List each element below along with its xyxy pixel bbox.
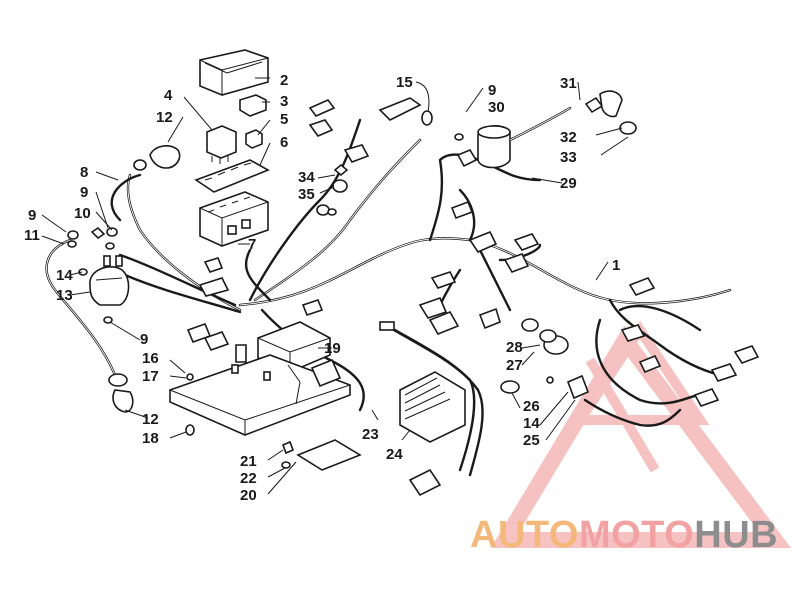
callout-21: 21 (240, 453, 257, 470)
callout-3: 3 (280, 93, 288, 110)
callout-25: 25 (523, 432, 540, 449)
fuse-box-cover (199, 49, 269, 96)
callout-27: 27 (506, 357, 523, 374)
ignition-coil (454, 106, 572, 169)
terminal-nut (67, 226, 118, 250)
brand-part-moto: MOTO (578, 514, 695, 556)
callout-26: 26 (523, 398, 540, 415)
callout-12a: 12 (156, 109, 173, 126)
starter-solenoid (78, 255, 130, 324)
callout-4: 4 (164, 87, 173, 104)
fuse-strip (194, 159, 270, 193)
ground-bolt (281, 440, 295, 469)
decal-sheet (296, 439, 362, 471)
callout-9b: 9 (488, 82, 496, 99)
callout-2: 2 (280, 72, 288, 89)
fuse-block (199, 191, 269, 247)
battery-cable (45, 173, 142, 413)
callout-20: 20 (240, 487, 257, 504)
callout-30: 30 (488, 99, 505, 116)
voltage-regulator (379, 321, 484, 497)
callout-10: 10 (74, 205, 91, 222)
callout-31: 31 (560, 75, 577, 92)
callout-9c: 9 (28, 207, 36, 224)
callout-1: 1 (612, 257, 620, 274)
leader-lines (41, 77, 629, 495)
callout-23: 23 (362, 426, 379, 443)
callout-32: 32 (560, 129, 577, 146)
callout-6: 6 (280, 134, 288, 151)
callout-28: 28 (506, 339, 523, 356)
callout-numbers: 1 2 3 4 5 6 7 8 9 9 9 9 10 11 12 12 13 1… (24, 72, 620, 504)
watermark-logo-triangle (490, 320, 791, 548)
callout-9a: 9 (80, 184, 88, 201)
callout-15: 15 (396, 74, 413, 91)
callout-5: 5 (280, 111, 288, 128)
callout-16: 16 (142, 350, 159, 367)
callout-14a: 14 (56, 267, 73, 284)
callout-11: 11 (24, 227, 40, 244)
callout-34: 34 (298, 169, 315, 186)
callout-35: 35 (298, 186, 315, 203)
callout-7: 7 (248, 236, 256, 253)
boot-cap (133, 145, 181, 171)
spark-plug-boot (584, 90, 637, 135)
callout-8: 8 (80, 164, 88, 181)
mounting-plate (169, 354, 351, 436)
brand-part-hub: HUB (694, 514, 779, 556)
callout-22: 22 (240, 470, 257, 487)
callout-14b: 14 (523, 415, 540, 432)
callout-13: 13 (56, 287, 73, 304)
callout-12b: 12 (142, 411, 159, 428)
callout-33: 33 (560, 149, 577, 166)
relay-4-pin (206, 125, 237, 164)
relay-small (239, 94, 267, 117)
connector-cluster-top (308, 97, 433, 216)
callout-18: 18 (142, 430, 159, 447)
brand-part-auto: AUTO (470, 514, 579, 556)
callout-24: 24 (386, 446, 403, 463)
switch-assembly (500, 318, 590, 400)
callout-29: 29 (560, 175, 577, 192)
callout-9d: 9 (140, 331, 148, 348)
connector-cluster-right (186, 200, 760, 407)
callout-19: 19 (324, 340, 341, 357)
callout-17: 17 (142, 368, 159, 385)
watermark-brand-text: AUTOMOTOHUB (470, 514, 778, 557)
